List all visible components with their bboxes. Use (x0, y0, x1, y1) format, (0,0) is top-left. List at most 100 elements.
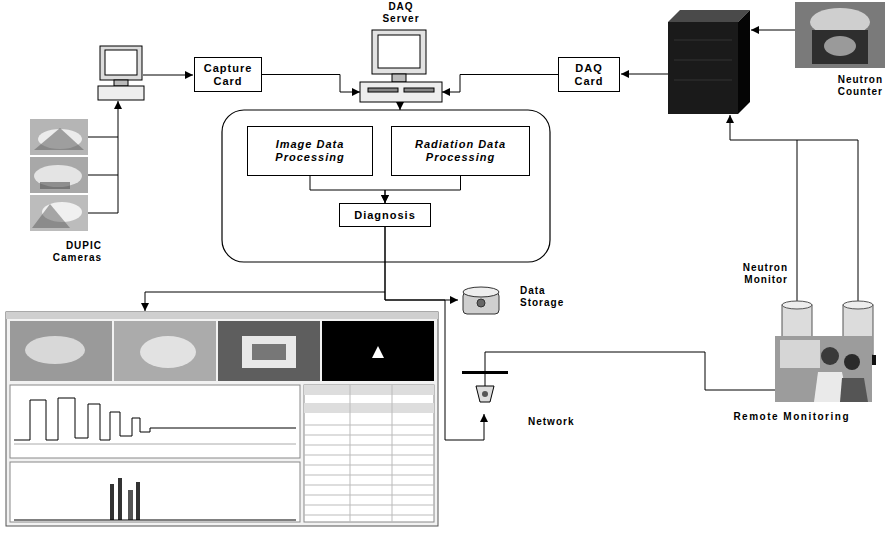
diagnosis-wire (145, 292, 385, 311)
remote-photo-part (780, 340, 820, 368)
software-screen-part (242, 336, 296, 368)
camera-wires-part (88, 175, 118, 176)
camera-photos-part (40, 182, 70, 189)
server-icon-part (400, 102, 401, 110)
software-screen-part (140, 336, 196, 368)
connector (385, 227, 458, 300)
neutron-counter-photo-part (795, 2, 885, 68)
camera-photos-part (30, 195, 88, 231)
camera-node: DUPIC Cameras (28, 116, 102, 272)
software-screen-part (218, 321, 320, 381)
network-icon-part (462, 371, 508, 374)
box-label: DAQ Card (574, 62, 603, 88)
storage-icon-part (477, 299, 485, 307)
workstation-icon-part (105, 50, 137, 75)
camera-photos-part (32, 204, 70, 228)
box-label: Image Data Processing (254, 138, 366, 164)
camera-wires-part (88, 137, 118, 138)
server-icon-part (372, 30, 426, 74)
processing-frame (222, 110, 550, 262)
counter-node: Neutron Counter (792, 0, 887, 104)
connector (485, 352, 775, 390)
connector (262, 75, 360, 93)
software-screen-part (322, 321, 434, 381)
rack-wires-part (621, 74, 668, 75)
software-screen-part (128, 490, 133, 520)
process-box: Image Data Processing (247, 126, 373, 176)
software-screen-part (114, 321, 216, 381)
remote-photo-part (775, 336, 872, 402)
server-icon (360, 30, 442, 110)
server-icon-part (360, 82, 442, 102)
remote-photo-part (844, 354, 860, 370)
box-label: Diagnosis (354, 209, 416, 222)
software-screen-part (10, 462, 300, 522)
monitor-node: Neutron Monitor (728, 258, 878, 370)
process-box: Radiation Data Processing (391, 126, 530, 176)
network-icon-part (482, 391, 488, 397)
workstation-icon-part (98, 86, 144, 100)
software-screen-part (136, 482, 140, 520)
storage-icon-part (463, 287, 499, 297)
software-screen-part (110, 484, 114, 520)
icon-label: Neutron Monitor (743, 262, 788, 286)
software-screen-part (10, 321, 112, 381)
icon-label: DAQ Server (360, 1, 442, 25)
network-icon-part (485, 374, 486, 386)
rack-wires-part (797, 140, 858, 301)
icon-label: Remote Monitoring (733, 411, 850, 423)
software-screen-part (304, 385, 434, 395)
neutron-monitor-icon-part (843, 301, 873, 309)
software-screen-part (304, 403, 434, 413)
camera-wires-part (88, 213, 118, 214)
electronics-rack-part (668, 10, 750, 22)
box-label: Radiation Data Processing (398, 138, 523, 164)
camera-photos-part (34, 128, 84, 150)
software-screen-part (252, 344, 286, 360)
rack-wires-part (730, 115, 797, 301)
software-screen (6, 312, 438, 526)
processing-frame-part (222, 110, 550, 262)
remote-photo-part (821, 347, 839, 365)
workstation-icon-part (100, 46, 142, 80)
camera-photos-part (30, 119, 88, 155)
camera-photos-part (30, 157, 88, 193)
server-icon-part (378, 35, 420, 68)
server-node: DAQ Server (360, 0, 442, 104)
electronics-rack (668, 10, 750, 114)
connector (442, 75, 558, 93)
workstation-icon-part (114, 80, 128, 86)
neutron-monitor-icon-part (782, 301, 812, 309)
software-screen-part (304, 385, 434, 522)
connector (310, 176, 385, 203)
server-icon-part (368, 88, 398, 92)
network-icon-part (485, 360, 486, 372)
software-screen-part (14, 520, 296, 521)
icon-label: DUPIC Cameras (53, 240, 102, 264)
software-screen-part (6, 312, 438, 319)
electronics-rack-part (674, 40, 732, 80)
software-screen-part (6, 312, 438, 526)
neutron-counter-photo-part (812, 30, 868, 64)
software-screen-part (14, 444, 296, 445)
rack-wires (621, 30, 858, 301)
neutron-counter-photo (795, 2, 885, 68)
process-box: Capture Card (194, 57, 262, 92)
network-node: Network (458, 360, 512, 414)
camera-photos (30, 119, 88, 231)
software-screen-part (25, 336, 85, 364)
software-screen-part (14, 398, 296, 440)
icon-label: Network (528, 416, 574, 428)
network-icon-part (476, 386, 494, 402)
remote-photo (775, 336, 872, 402)
software-screen-part (10, 385, 300, 458)
icon-label: Data Storage (520, 285, 564, 309)
process-box: Diagnosis (339, 203, 431, 227)
connector (385, 176, 461, 203)
diagnosis-wire-part (145, 292, 385, 311)
remote-photo-part (840, 378, 868, 402)
software-screen-part (304, 385, 434, 522)
rack-wires-part (751, 30, 795, 31)
electronics-rack-part (668, 22, 738, 114)
